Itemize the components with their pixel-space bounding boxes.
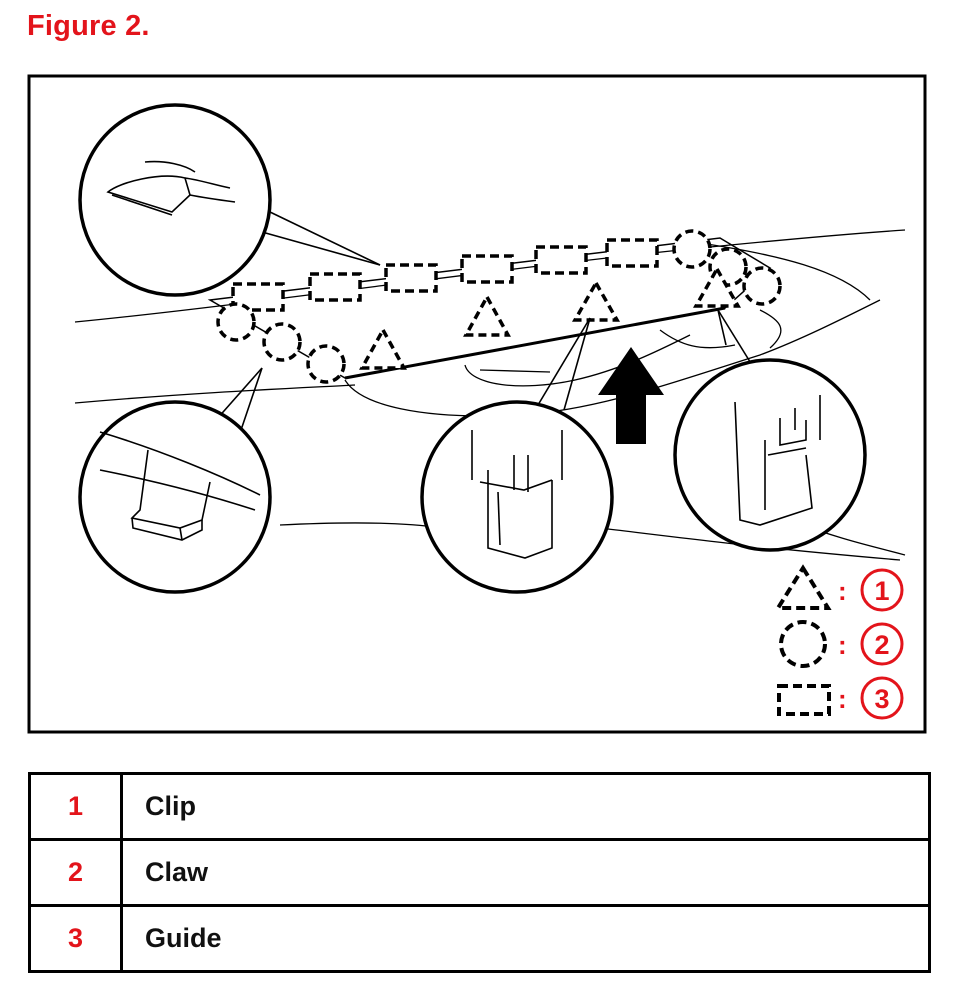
legend-table: 1 Clip 2 Claw 3 Guide (28, 772, 931, 973)
table-row: 2 Claw (28, 838, 931, 907)
guide-marker (605, 238, 659, 268)
claw-marker (262, 322, 302, 362)
diagram-frame (27, 74, 927, 734)
key-separator: : (838, 684, 847, 714)
callout-leaders (215, 211, 753, 434)
detail-circle-clip-right (673, 358, 867, 552)
row-number: 2 (28, 838, 123, 907)
row-label: Claw (120, 838, 931, 907)
guide-symbol (777, 684, 831, 716)
key-number: 1 (874, 576, 889, 606)
key-number-circle (860, 568, 904, 612)
clip-marker (463, 293, 511, 337)
claw-marker (306, 344, 346, 384)
clip-marker (692, 265, 742, 308)
key-number-circle (860, 676, 904, 720)
key-number: 2 (874, 630, 889, 660)
guide-marker (308, 272, 362, 302)
claw-symbol (779, 620, 827, 668)
symbol-key: : 1 : 2 : 3 (774, 564, 904, 720)
figure-title: Figure 2. (27, 10, 150, 42)
guide-marker (534, 245, 588, 275)
claw-marker (216, 302, 256, 342)
clip-symbol (774, 564, 832, 610)
row-number: 3 (28, 904, 123, 973)
detail-circle-guide (78, 103, 272, 297)
arrow-up-icon (598, 347, 664, 444)
row-number: 1 (28, 772, 123, 841)
claw-marker (672, 229, 712, 269)
clip-marker (359, 326, 407, 370)
row-label: Clip (120, 772, 931, 841)
removal-diagram: : 1 : 2 : 3 (27, 74, 927, 734)
guide-markers (231, 238, 659, 312)
key-separator: : (838, 576, 847, 606)
clip-marker (571, 279, 621, 322)
table-row: 1 Clip (28, 772, 931, 841)
guide-marker (460, 254, 514, 284)
detail-circle-claw (78, 400, 272, 594)
key-number-circle (860, 622, 904, 666)
guide-marker (384, 263, 438, 293)
claw-markers (216, 229, 782, 384)
clip-markers (359, 265, 742, 370)
row-label: Guide (120, 904, 931, 973)
table-row: 3 Guide (28, 904, 931, 973)
key-separator: : (838, 630, 847, 660)
detail-circle-clip-left (420, 400, 614, 594)
key-number: 3 (874, 684, 889, 714)
claw-marker (742, 266, 782, 306)
